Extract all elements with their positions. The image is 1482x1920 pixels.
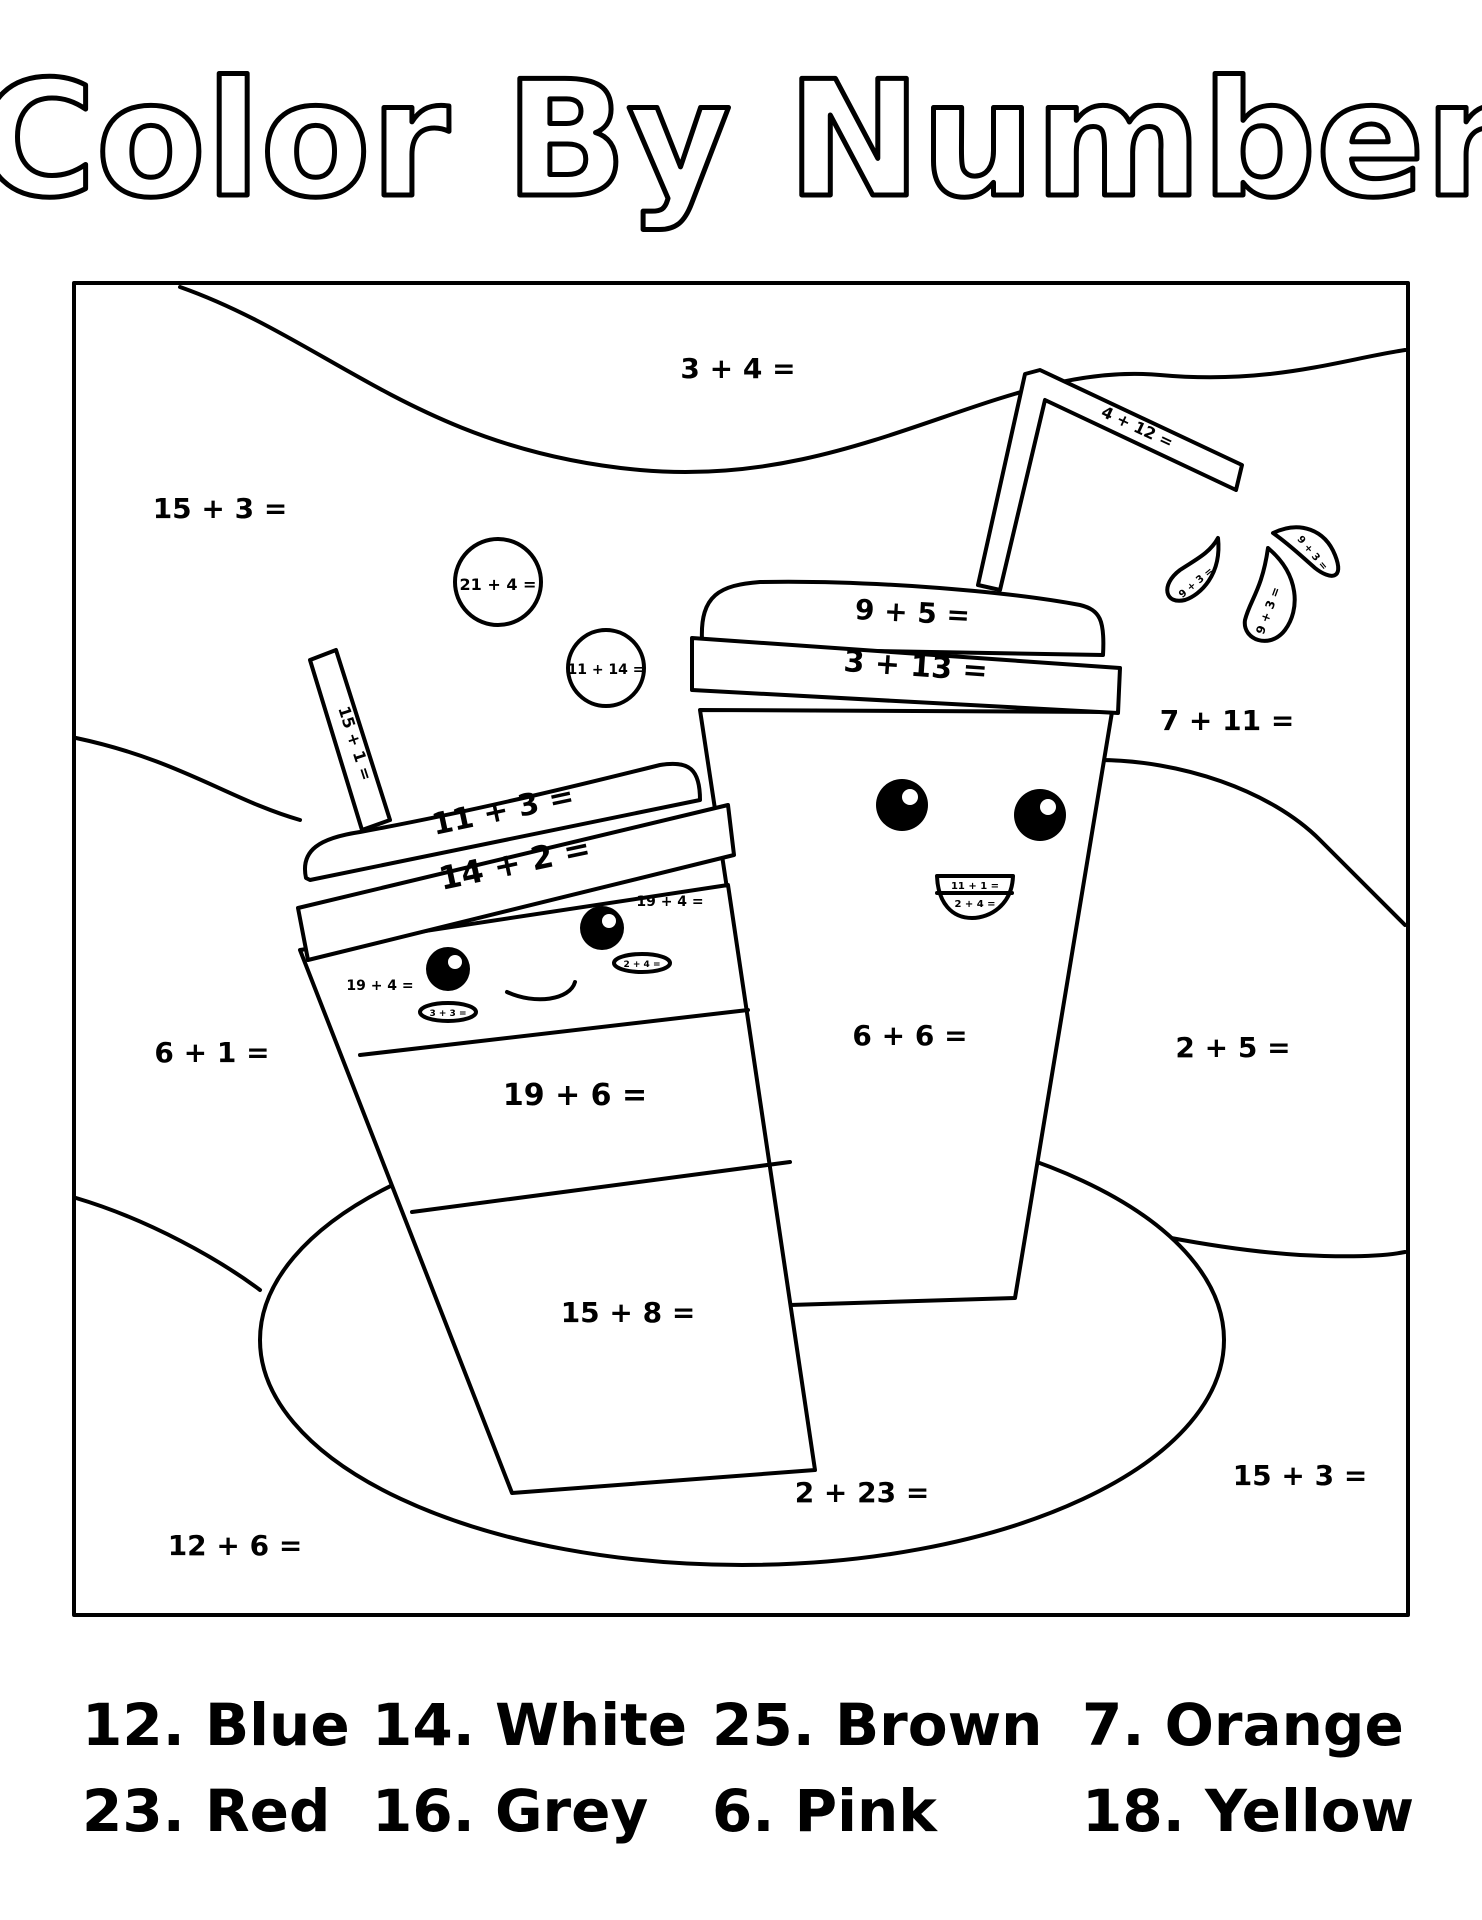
eq-left-eye-left: 19 + 4 =: [346, 978, 413, 994]
legend-item: 25. Brown: [712, 1691, 1043, 1759]
right-cup-eye-left-icon: [876, 779, 928, 831]
legend-item: 16. Grey: [372, 1777, 649, 1845]
legend-item: 12. Blue: [82, 1691, 350, 1759]
eq-bubble-small: 11 + 14 =: [567, 662, 644, 678]
eq-bubble-big: 21 + 4 =: [460, 575, 537, 594]
eq-mid-left-bg: 6 + 1 =: [154, 1036, 269, 1069]
wave-middle: [74, 736, 302, 822]
left-cup-eye-right-icon: [580, 906, 624, 950]
eq-bottom-right-bg: 15 + 3 =: [1233, 1459, 1368, 1492]
right-cup-eye-right-icon: [1014, 789, 1066, 841]
left-cup-lid-top: [302, 761, 702, 882]
legend-item: 6. Pink: [712, 1777, 937, 1845]
left-cup-body: [298, 883, 817, 1495]
wave-lower-left: [74, 1196, 262, 1292]
eq-right-lid-top: 9 + 5 =: [854, 593, 971, 632]
legend-item: 23. Red: [82, 1777, 331, 1845]
legend-item: 14. White: [372, 1691, 688, 1759]
eq-right-bg: 7 + 11 =: [1160, 704, 1295, 737]
right-cup-lid-band: [690, 636, 1122, 715]
left-cup-sleeve-bottom: [410, 1160, 792, 1214]
bubble-big: [453, 537, 543, 627]
eq-right-cup-body: 6 + 6 =: [852, 1019, 967, 1052]
legend-item: 18. Yellow: [1082, 1777, 1415, 1845]
right-cup-eyes: [876, 779, 1066, 841]
left-cup-cheek-left: [418, 1001, 478, 1023]
left-cup-lid-band: [296, 803, 736, 962]
page-title-graphic: Color By Number: [0, 44, 1482, 236]
left-cup-mouth: [505, 980, 577, 1002]
bubble-small: [566, 628, 646, 708]
eq-left-cheek-left: 3 + 3 =: [429, 1009, 466, 1019]
wave-middle-right: [1096, 758, 1407, 927]
wave-top: [178, 285, 1407, 475]
eq-right-mouth-tongue: 2 + 4 =: [954, 899, 995, 910]
drop-3: [1271, 525, 1341, 578]
right-cup-lid-top: [698, 579, 1106, 657]
left-cup-cheek-right: [612, 952, 672, 974]
eq-right-mouth-teeth: 11 + 1 =: [951, 881, 999, 892]
coloring-picture: 3 + 4 = 15 + 3 = 21 + 4 = 11 + 14 = 4 + …: [72, 281, 1410, 1617]
straw-right: [976, 368, 1244, 592]
drop-1: [1165, 536, 1221, 603]
color-legend: 12. Blue 14. White 25. Brown 7. Orange 2…: [0, 1680, 1482, 1880]
eq-sky-left: 15 + 3 =: [153, 492, 288, 525]
left-cup-sleeve-top: [358, 1008, 750, 1057]
eq-left-eye-right: 19 + 4 =: [636, 894, 703, 910]
eq-left-cheek-right: 2 + 4 =: [623, 960, 660, 970]
legend-item: 7. Orange: [1082, 1691, 1404, 1759]
straw-left: [308, 648, 392, 832]
page-title: Color By Number: [0, 46, 1482, 233]
left-cup-eyes: [426, 906, 624, 991]
eq-mid-right-bg: 2 + 5 =: [1175, 1031, 1290, 1064]
eq-bottom-left-bg: 12 + 6 =: [168, 1529, 303, 1562]
eq-plate: 2 + 23 =: [795, 1476, 930, 1509]
drop-2: [1242, 546, 1297, 643]
eq-left-sleeve: 19 + 6 =: [503, 1078, 647, 1113]
eq-left-cup-bottom: 15 + 8 =: [561, 1296, 696, 1329]
left-cup-eye-left-icon: [426, 947, 470, 991]
eq-sky-top: 3 + 4 =: [680, 352, 795, 385]
